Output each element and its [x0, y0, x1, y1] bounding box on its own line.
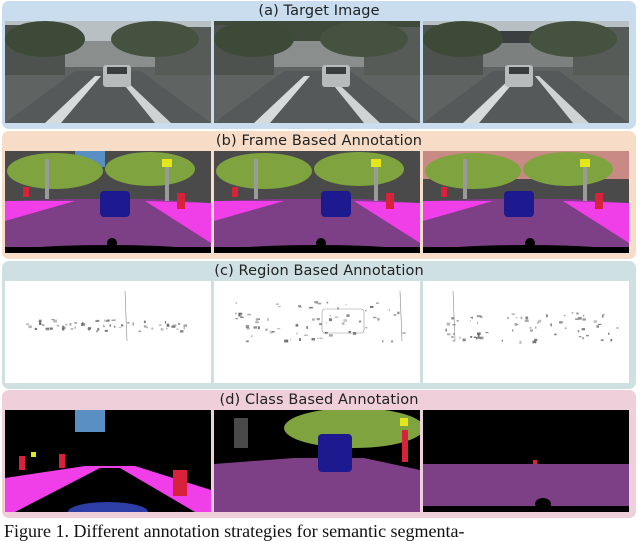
panel-b-image-3	[423, 151, 629, 253]
panel-a-image-1	[5, 21, 211, 123]
panel-title-a: (a) Target Image	[258, 3, 380, 19]
panel-d-image-2	[214, 410, 420, 512]
panel-a: (a) Target Image	[2, 1, 636, 129]
panel-c: (c) Region Based Annotation	[2, 261, 636, 389]
panel-a-image-2	[214, 21, 420, 123]
panel-title-c: (c) Region Based Annotation	[214, 263, 424, 279]
figure-caption: Figure 1. Different annotation strategie…	[4, 521, 465, 541]
panel-c-image-3	[423, 281, 629, 383]
panel-d: (d) Class Based Annotation	[2, 390, 636, 518]
panel-b: (b) Frame Based Annotation	[2, 131, 636, 259]
panel-b-image-1	[5, 151, 211, 253]
panel-title-d: (d) Class Based Annotation	[219, 392, 419, 408]
panel-d-image-1	[5, 410, 211, 512]
panel-title-b: (b) Frame Based Annotation	[215, 133, 423, 149]
panel-d-image-3	[423, 410, 629, 512]
panel-a-image-3	[423, 21, 629, 123]
panel-b-image-2	[214, 151, 420, 253]
panel-c-image-2	[214, 281, 420, 383]
panel-c-image-1	[5, 281, 211, 383]
